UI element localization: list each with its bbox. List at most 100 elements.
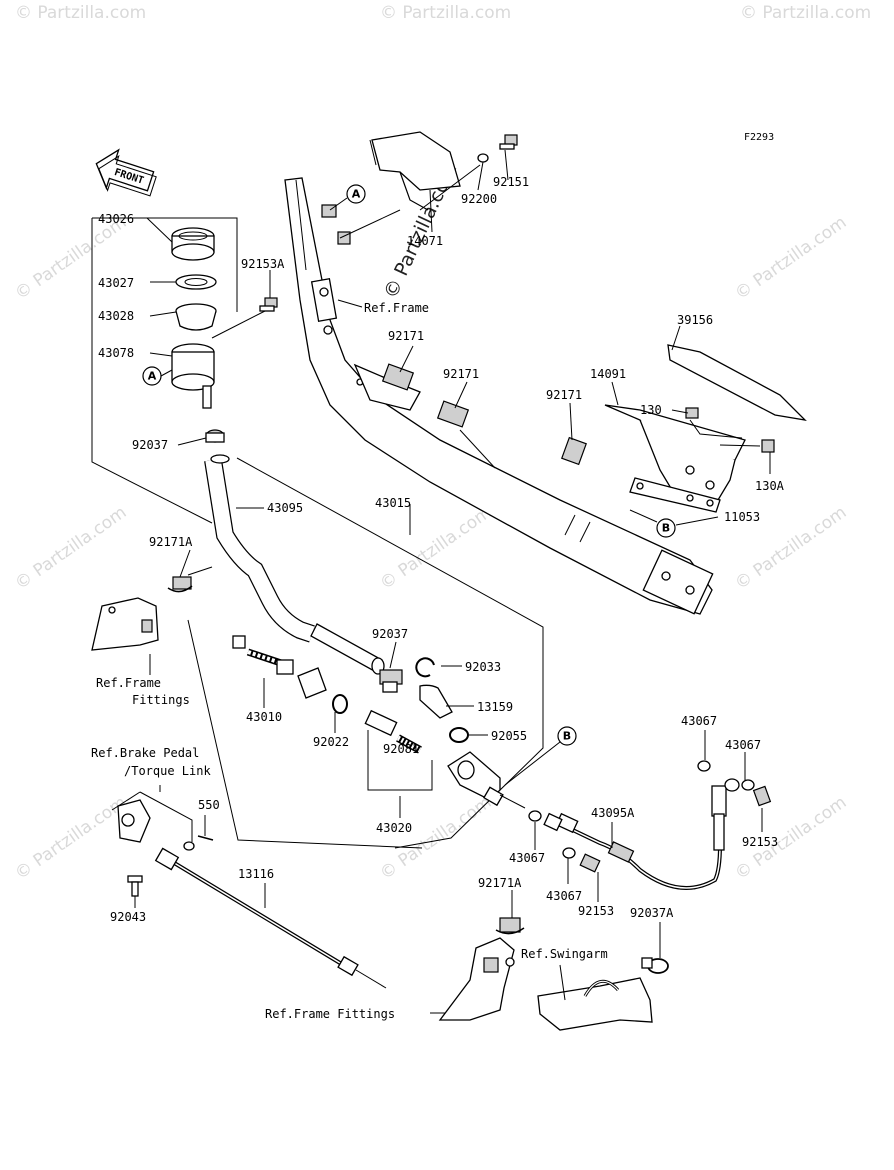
clamp-92171a-left — [167, 576, 193, 593]
circlip-92022 — [332, 694, 348, 714]
label-43067-a: 43067 — [681, 714, 717, 728]
watermark: © Partzilla.com — [11, 502, 130, 594]
label-92151: 92151 — [493, 175, 529, 189]
label-92055: 92055 — [491, 729, 527, 743]
label-43095: 43095 — [267, 501, 303, 515]
label-43028: 43028 — [98, 309, 134, 323]
callout-a-left: A — [142, 366, 173, 386]
label-92171a-bottom: 92171A — [478, 876, 522, 890]
bolt-92151 — [499, 134, 518, 150]
watermark: © Partzilla.com — [11, 792, 130, 884]
rod-13116 — [154, 847, 387, 989]
washer-92200 — [477, 153, 489, 163]
master-cylinder-43020 — [447, 751, 526, 809]
diaphragm-plate-43027 — [175, 274, 217, 290]
ref-frame-fittings-line2: Fittings — [132, 693, 190, 707]
ref-frame-fittings-line1: Ref.Frame — [96, 676, 161, 690]
brake-hose-43095a — [555, 778, 740, 890]
banjo-bolts-92153 — [543, 785, 772, 873]
label-92171-1: 92171 — [388, 329, 424, 343]
label-92153-bottom: 92153 — [578, 904, 614, 918]
swingarm-fitting — [537, 977, 653, 1031]
watermark: © Partzilla.com — [11, 212, 130, 304]
hose-clamp-92037-top — [205, 429, 225, 443]
label-92171-3: 92171 — [546, 388, 582, 402]
clamp-92171a-bottom — [495, 917, 525, 935]
label-43015: 43015 — [375, 496, 411, 510]
callout-b-center: B — [504, 726, 577, 786]
reservoir-cap-43026 — [171, 227, 215, 261]
bracket-14091 — [604, 404, 746, 506]
label-43067-c: 43067 — [509, 851, 545, 865]
label-14091: 14091 — [590, 367, 626, 381]
ref-frame: Ref.Frame — [364, 301, 429, 315]
connector-13159 — [419, 684, 453, 719]
ref-brake-pedal-line2: /Torque Link — [124, 764, 211, 778]
callout-b-right: B — [629, 509, 676, 538]
plate-39156 — [667, 344, 807, 421]
label-11053: 11053 — [724, 510, 760, 524]
hose-clamp-92037-mid — [379, 669, 403, 693]
label-43095a: 43095A — [591, 806, 635, 820]
label-43010: 43010 — [246, 710, 282, 724]
label-130: 130 — [640, 403, 662, 417]
o-ring-92055 — [449, 727, 469, 743]
label-130a: 130A — [755, 479, 785, 493]
ref-frame-fittings-bottom: Ref.Frame Fittings — [265, 1007, 395, 1021]
washers-43067 — [528, 760, 755, 859]
label-43020: 43020 — [376, 821, 412, 835]
plate-11053 — [629, 477, 721, 513]
guard-14071 — [321, 131, 481, 245]
ref-swingarm: Ref.Swingarm — [521, 947, 608, 961]
callout-b-text: B — [662, 522, 670, 535]
label-92081: 92081 — [383, 742, 419, 756]
bolt-92153a — [211, 297, 278, 339]
label-43067-b: 43067 — [725, 738, 761, 752]
circlip-92033 — [415, 657, 435, 678]
callout-a-text: A — [148, 370, 157, 383]
watermark: © Partzilla.com — [740, 3, 871, 23]
label-92037a: 92037A — [630, 906, 674, 920]
label-92153-right: 92153 — [742, 835, 778, 849]
frame-fittings-left — [91, 597, 159, 651]
reservoir-43078 — [171, 343, 215, 409]
leader-lines — [134, 149, 771, 1014]
label-92022: 92022 — [313, 735, 349, 749]
callout-a-top: A — [329, 184, 366, 211]
spring-92081 — [364, 709, 422, 754]
label-14071: 14071 — [407, 234, 443, 248]
label-550: 550 — [198, 798, 220, 812]
label-43026: 43026 — [98, 212, 134, 226]
frame-fittings-bottom — [438, 937, 515, 1021]
piston-assembly-43010 — [232, 635, 327, 699]
hose-clamp-92037a — [641, 957, 669, 974]
figure-code: F2293 — [744, 132, 774, 143]
label-92153a: 92153A — [241, 257, 285, 271]
watermark: © Partzilla.com — [376, 792, 495, 884]
diaphragm-43028 — [175, 303, 217, 331]
watermark: © Partzilla.com — [380, 3, 511, 23]
label-92037-mid: 92037 — [372, 627, 408, 641]
torque-link-assembly — [111, 791, 214, 851]
watermark: © Partzilla.com — [376, 502, 495, 594]
label-92171a-left: 92171A — [149, 535, 193, 549]
label-92171-2: 92171 — [443, 367, 479, 381]
label-92033: 92033 — [465, 660, 501, 674]
assembly-outline — [91, 217, 544, 849]
front-arrow: FRONT — [95, 148, 157, 197]
label-39156: 39156 — [677, 313, 713, 327]
watermark: © Partzilla.com — [15, 3, 146, 23]
label-43067-d: 43067 — [546, 889, 582, 903]
clamps-92171 — [381, 363, 587, 469]
callout-a-text: A — [352, 188, 361, 201]
label-43027: 43027 — [98, 276, 134, 290]
part-labels: 43026 43027 43028 43078 92153A 92037 430… — [91, 175, 785, 1021]
callout-b-text: B — [563, 730, 571, 743]
label-13116: 13116 — [238, 867, 274, 881]
pin-92043 — [127, 875, 143, 897]
reservoir-hose-43095 — [204, 454, 315, 643]
label-92037-top: 92037 — [132, 438, 168, 452]
ref-brake-pedal-line1: Ref.Brake Pedal — [91, 746, 199, 760]
label-43078: 43078 — [98, 346, 134, 360]
